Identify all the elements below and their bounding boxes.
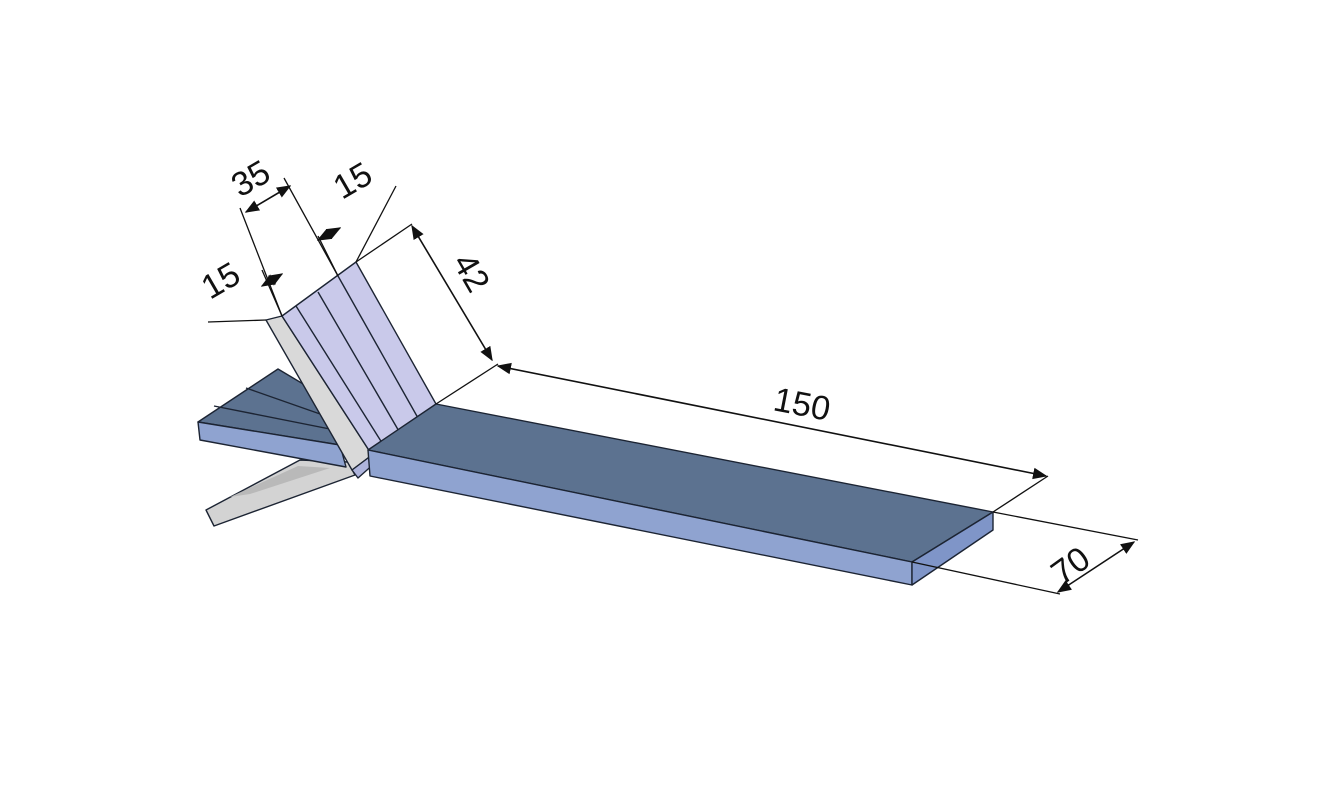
dimension-15-right: 15 <box>316 155 397 277</box>
left-plank-front <box>197 421 347 468</box>
dimension-text: 70 <box>1044 539 1097 592</box>
dimension-text: 15 <box>327 155 379 207</box>
dimension-text: 42 <box>445 247 497 299</box>
leg-face <box>205 459 356 527</box>
dimension-text: 15 <box>195 255 247 307</box>
backrest-slat-line <box>317 291 401 434</box>
left-plank-groove <box>213 405 351 434</box>
dimension-text: 150 <box>770 381 833 429</box>
leg-shadow <box>230 466 330 497</box>
support-leg <box>205 459 356 527</box>
main-plank <box>367 403 994 586</box>
dimension-text: 35 <box>225 153 277 205</box>
backrest-slat-line <box>295 305 385 447</box>
dimension-15-left: 15 <box>195 255 284 323</box>
backrest-slat-line <box>337 275 419 419</box>
